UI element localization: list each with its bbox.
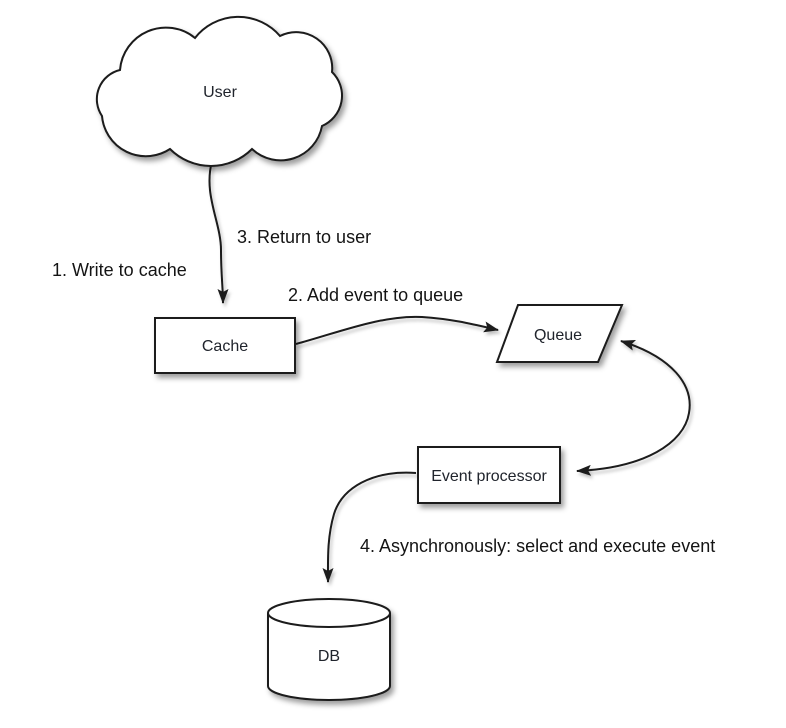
event-processor-label: Event processor xyxy=(431,468,547,485)
arrow-cache-to-queue xyxy=(295,315,499,345)
db-label: DB xyxy=(318,648,340,665)
user-label: User xyxy=(203,84,237,101)
label-step2-add-event-to-queue: 2. Add event to queue xyxy=(288,285,463,305)
db-cylinder-top-rim xyxy=(267,612,391,628)
arrow-user-to-cache xyxy=(208,160,229,304)
queue-node xyxy=(495,304,624,363)
event-processor-node xyxy=(417,446,561,504)
queue-label: Queue xyxy=(534,327,582,344)
arrow-event-processor-to-db xyxy=(322,471,417,583)
cache-label: Cache xyxy=(202,338,248,355)
label-step1-write-to-cache: 1. Write to cache xyxy=(52,260,187,280)
db-cylinder-node xyxy=(267,598,391,701)
label-step4-async-select-execute: 4. Asynchronously: select and execute ev… xyxy=(360,536,715,556)
label-step3-return-to-user: 3. Return to user xyxy=(237,227,371,247)
user-cloud-node xyxy=(95,15,343,167)
arrow-queue-event-processor-double xyxy=(576,339,691,476)
cache-node xyxy=(154,317,296,374)
